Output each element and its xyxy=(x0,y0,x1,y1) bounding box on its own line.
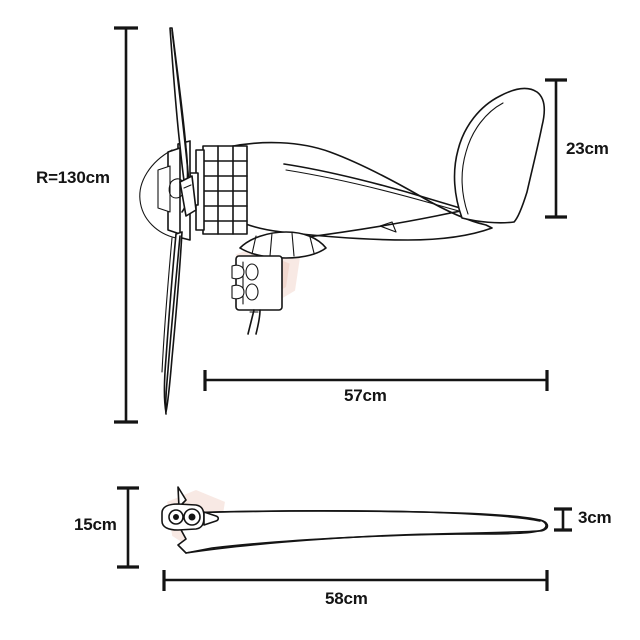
lower-rotor-blade xyxy=(161,231,183,415)
nacelle-body xyxy=(227,141,493,241)
blade-plan-view xyxy=(175,486,549,554)
generator-housing xyxy=(189,145,248,235)
dimension-rotor-radius xyxy=(114,26,138,424)
dimension-blade-root-width xyxy=(117,486,139,569)
output-cable xyxy=(247,309,261,335)
tail-fin xyxy=(453,87,546,224)
dimension-blade-tip-width xyxy=(554,507,572,532)
dimension-label-blade-length: 58cm xyxy=(325,589,368,608)
dimension-label-blade-root-width: 15cm xyxy=(74,515,117,534)
upper-rotor-blade xyxy=(169,27,197,217)
dimension-label-overall-length: 57cm xyxy=(344,386,387,405)
dimension-label-rotor-radius: R=130cm xyxy=(36,168,110,187)
dimension-label-tail-fin-height: 23cm xyxy=(566,139,609,158)
dimension-label-blade-tip-width: 3cm xyxy=(578,508,612,527)
blade-root-bolt-holes xyxy=(161,503,220,531)
dimension-blade-length xyxy=(162,570,549,591)
tower-mount-bracket xyxy=(231,231,327,311)
dimension-tail-fin-height xyxy=(545,78,567,219)
rotor-sweep-outline xyxy=(139,149,177,239)
dimension-overall-length xyxy=(203,370,549,391)
